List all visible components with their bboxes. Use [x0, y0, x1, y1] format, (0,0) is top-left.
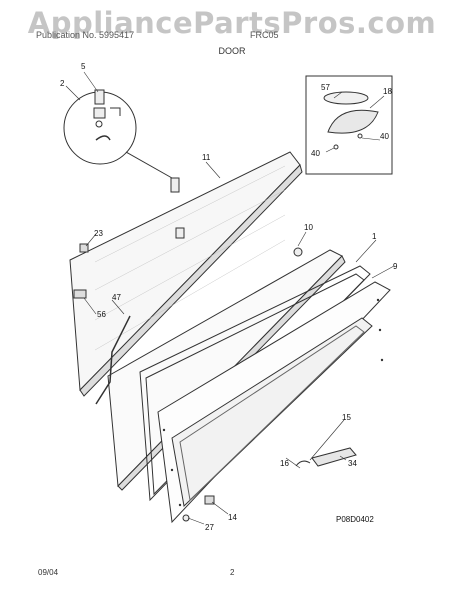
- handle-latch: [175, 227, 185, 239]
- callout-27: 27: [205, 523, 214, 532]
- callout-5: 5: [81, 62, 86, 71]
- callout-1: 1: [372, 232, 377, 241]
- inner-door-frame: [157, 281, 391, 524]
- diagram-code: P08D0402: [336, 515, 374, 524]
- callout-34: 34: [348, 459, 357, 468]
- hinge-clip: [204, 495, 215, 505]
- callout-56: 56: [97, 310, 106, 319]
- door-gasket: [139, 265, 371, 502]
- light-assembly-inset: [305, 75, 393, 175]
- hinge-bracket: [73, 289, 87, 299]
- callout-40-a: 40: [380, 132, 389, 141]
- callout-15: 15: [342, 413, 351, 422]
- watermark: AppliancePartsPros.com: [27, 6, 437, 40]
- footer-date: 09/04: [38, 568, 59, 577]
- model-number: FRC05: [250, 30, 279, 40]
- callout-10: 10: [304, 223, 313, 232]
- door-stop: [79, 243, 89, 253]
- outer-door-panel: [69, 151, 303, 397]
- publication-number: Publication No. 5995417: [36, 30, 135, 40]
- lock-detail-inset: [63, 89, 173, 179]
- callout-9: 9: [393, 262, 398, 271]
- light-cover: [311, 447, 357, 467]
- callout-40-b: 40: [311, 149, 320, 158]
- callout-16: 16: [280, 459, 289, 468]
- plug-button: [293, 247, 303, 257]
- callout-47: 47: [112, 293, 121, 302]
- callout-11: 11: [202, 153, 211, 162]
- section-title: DOOR: [218, 46, 246, 56]
- callout-14: 14: [228, 513, 237, 522]
- callout-18: 18: [383, 87, 392, 96]
- screw: [182, 514, 190, 522]
- light-socket: [295, 460, 311, 467]
- callout-23: 23: [94, 229, 103, 238]
- door-wire: [95, 315, 131, 405]
- leader-lines: [65, 71, 395, 525]
- callout-57: 57: [321, 83, 330, 92]
- lock-cylinder: [170, 177, 180, 193]
- callout-2: 2: [60, 79, 65, 88]
- footer-page: 2: [230, 568, 235, 577]
